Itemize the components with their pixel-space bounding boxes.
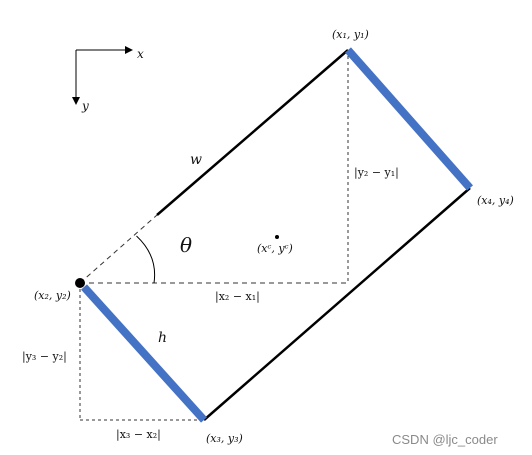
edge-w-bottom (203, 187, 471, 421)
label-p1: (x₁, y₁) (332, 28, 369, 41)
label-dy32: |y₃ − y₂| (22, 350, 67, 364)
edge-h-left (81, 284, 207, 423)
edge-h-right (345, 47, 473, 191)
label-center: (xᶜ, yᶜ) (257, 242, 293, 255)
x-axis-label: x (137, 47, 144, 61)
corner-point-2 (75, 278, 85, 288)
label-dy21: |y₂ − y₁| (354, 166, 399, 180)
edge-w-top (156, 49, 349, 216)
label-w: w (190, 152, 202, 168)
center-point (275, 235, 279, 239)
watermark: CSDN @ljc_coder (392, 432, 498, 447)
label-theta: θ (180, 233, 192, 257)
y-axis-label: y (81, 99, 89, 113)
label-dx32: |x₃ − x₂| (116, 428, 161, 442)
label-dx21: |x₂ − x₁| (215, 290, 260, 304)
label-p2: (x₂, y₂) (34, 289, 71, 302)
label-p4: (x₄, y₄) (477, 194, 514, 207)
theta-arc (136, 235, 156, 284)
diag-dashed-line (79, 214, 158, 284)
label-p3: (x₃, y₃) (206, 432, 243, 445)
label-h: h (158, 330, 167, 346)
